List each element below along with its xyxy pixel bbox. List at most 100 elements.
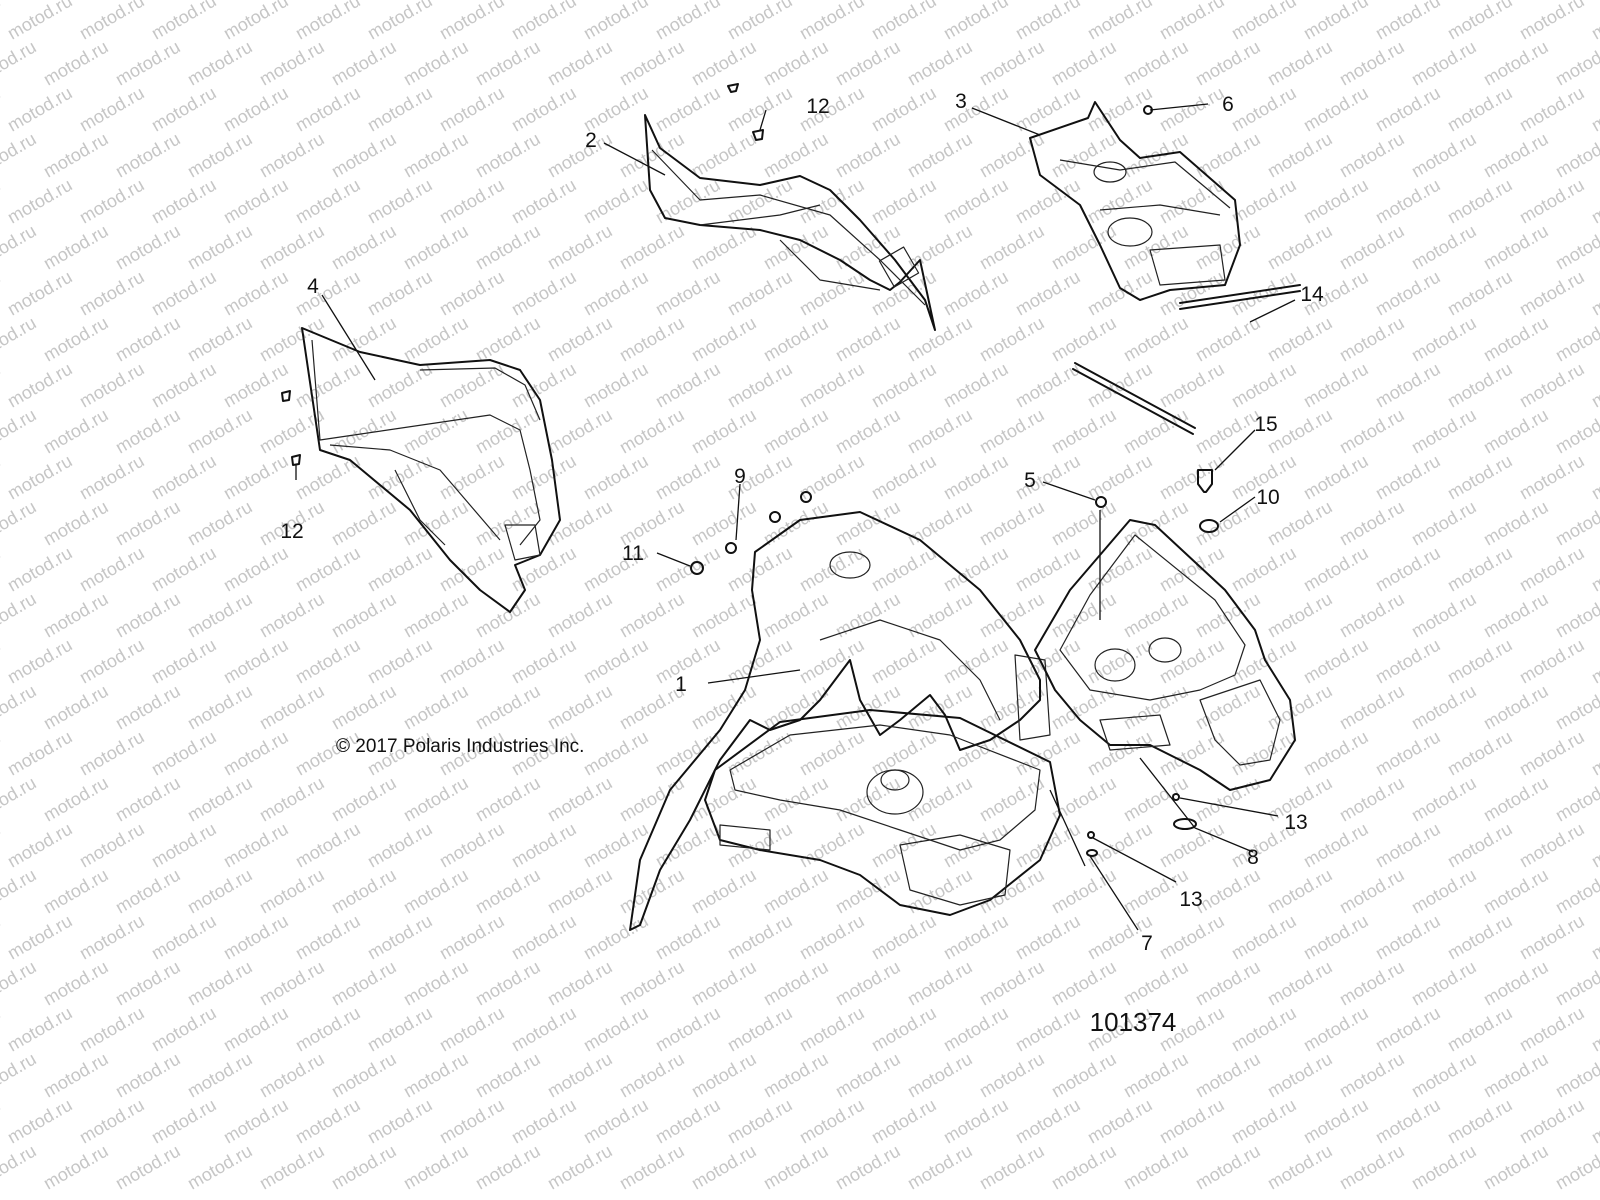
watermark-text: motod.ru [796, 0, 868, 43]
watermark-text: motod.ru [1444, 911, 1516, 964]
part-14-rod [1072, 284, 1301, 435]
watermark-text: motod.ru [40, 497, 112, 550]
watermark-text: motod.ru [1588, 727, 1600, 780]
watermark-text: motod.ru [724, 1095, 796, 1148]
watermark-text: motod.ru [292, 359, 364, 412]
copyright-notice: © 2017 Polaris Industries Inc. [336, 736, 584, 757]
watermark-text: motod.ru [544, 313, 616, 366]
watermark-text: motod.ru [472, 1141, 544, 1194]
part-2-upper-side-panel [644, 114, 936, 331]
watermark-text: motod.ru [1264, 221, 1336, 274]
watermark-text: motod.ru [112, 681, 184, 734]
watermark-text: motod.ru [544, 1141, 616, 1194]
watermark-text: motod.ru [1012, 911, 1084, 964]
watermark-text: motod.ru [508, 0, 580, 43]
watermark-text: motod.ru [652, 175, 724, 228]
watermark-text: motod.ru [1588, 175, 1600, 228]
watermark-text: motod.ru [1480, 313, 1552, 366]
watermark-text: motod.ru [796, 1095, 868, 1148]
watermark-text: motod.ru [76, 819, 148, 872]
watermark-text: motod.ru [508, 175, 580, 228]
watermark-text: motod.ru [1012, 1003, 1084, 1056]
watermark-text: motod.ru [508, 635, 580, 688]
watermark-text: motod.ru [148, 267, 220, 320]
watermark-text: motod.ru [1372, 451, 1444, 504]
watermark-text: motod.ru [76, 175, 148, 228]
bracket-8 [1173, 818, 1197, 830]
watermark-text: motod.ru [940, 819, 1012, 872]
watermark-text: motod.ru [1192, 129, 1264, 182]
watermark-text: motod.ru [1120, 957, 1192, 1010]
watermark-text: motod.ru [436, 267, 508, 320]
watermark-text: motod.ru [904, 773, 976, 826]
watermark-text: motod.ru [1012, 0, 1084, 43]
watermark-text: motod.ru [220, 543, 292, 596]
watermark-text: motod.ru [184, 37, 256, 90]
watermark-text: motod.ru [976, 1049, 1048, 1102]
watermark-text: motod.ru [1264, 313, 1336, 366]
watermark-text: motod.ru [760, 221, 832, 274]
watermark-text: motod.ru [40, 681, 112, 734]
watermark-text: motod.ru [76, 1003, 148, 1056]
watermark-text: motod.ru [1120, 405, 1192, 458]
watermark-text: motod.ru [1480, 589, 1552, 642]
leader-lines [295, 103, 1296, 931]
watermark-text: motod.ru [616, 37, 688, 90]
watermark-text: motod.ru [184, 221, 256, 274]
watermark-text: motod.ru [76, 451, 148, 504]
watermark-text: motod.ru [400, 1049, 472, 1102]
callout-2: 2 [585, 129, 597, 152]
watermark-text: motod.ru [1192, 865, 1264, 918]
watermark-text: motod.ru [400, 957, 472, 1010]
watermark-text: motod.ru [40, 1049, 112, 1102]
watermark-text: motod.ru [544, 773, 616, 826]
watermark-text: motod.ru [1228, 175, 1300, 228]
watermark-text: motod.ru [76, 635, 148, 688]
watermark-text: motod.ru [364, 175, 436, 228]
watermark-text: motod.ru [688, 773, 760, 826]
watermark-text: motod.ru [1516, 543, 1588, 596]
watermark-text: motod.ru [220, 0, 292, 43]
watermark-text: motod.ru [148, 1003, 220, 1056]
watermark-text: motod.ru [148, 359, 220, 412]
watermark-text: motod.ru [1120, 681, 1192, 734]
watermark-text: motod.ru [364, 359, 436, 412]
watermark-text: motod.ru [4, 451, 76, 504]
push-rivet-12-top [752, 129, 764, 141]
watermark-text: motod.ru [544, 681, 616, 734]
watermark-text: motod.ru [1372, 175, 1444, 228]
watermark-text: motod.ru [1444, 1095, 1516, 1148]
watermark-text: motod.ru [1228, 1003, 1300, 1056]
watermark-text: motod.ru [436, 175, 508, 228]
watermark-text: motod.ru [40, 313, 112, 366]
watermark-text: motod.ru [904, 957, 976, 1010]
watermark-text: motod.ru [616, 957, 688, 1010]
watermark-text: motod.ru [1516, 267, 1588, 320]
watermark-text: motod.ru [544, 865, 616, 918]
watermark-text: motod.ru [1408, 773, 1480, 826]
watermark-text: motod.ru [796, 1003, 868, 1056]
push-pin-15 [1197, 469, 1213, 493]
watermark-text: motod.ru [724, 359, 796, 412]
callout-1: 1 [675, 673, 687, 696]
watermark-text: motod.ru [976, 865, 1048, 918]
watermark-text: motod.ru [364, 83, 436, 136]
watermark-text: motod.ru [184, 1141, 256, 1194]
watermark-text: motod.ru [184, 773, 256, 826]
watermark-text: motod.ru [1480, 129, 1552, 182]
watermark-text: motod.ru [508, 911, 580, 964]
watermark-text: motod.ru [4, 267, 76, 320]
watermark-text: motod.ru [652, 635, 724, 688]
watermark-text: motod.ru [1372, 1003, 1444, 1056]
watermark-text: motod.ru [148, 175, 220, 228]
watermark-text: motod.ru [436, 1095, 508, 1148]
watermark-text: motod.ru [688, 1049, 760, 1102]
watermark-text: motod.ru [1300, 911, 1372, 964]
watermark-text: motod.ru [364, 543, 436, 596]
watermark-text: motod.ru [616, 589, 688, 642]
push-rivet-12-left [291, 454, 301, 466]
watermark-text: motod.ru [436, 819, 508, 872]
part-3-rear-bracket [1029, 101, 1241, 301]
